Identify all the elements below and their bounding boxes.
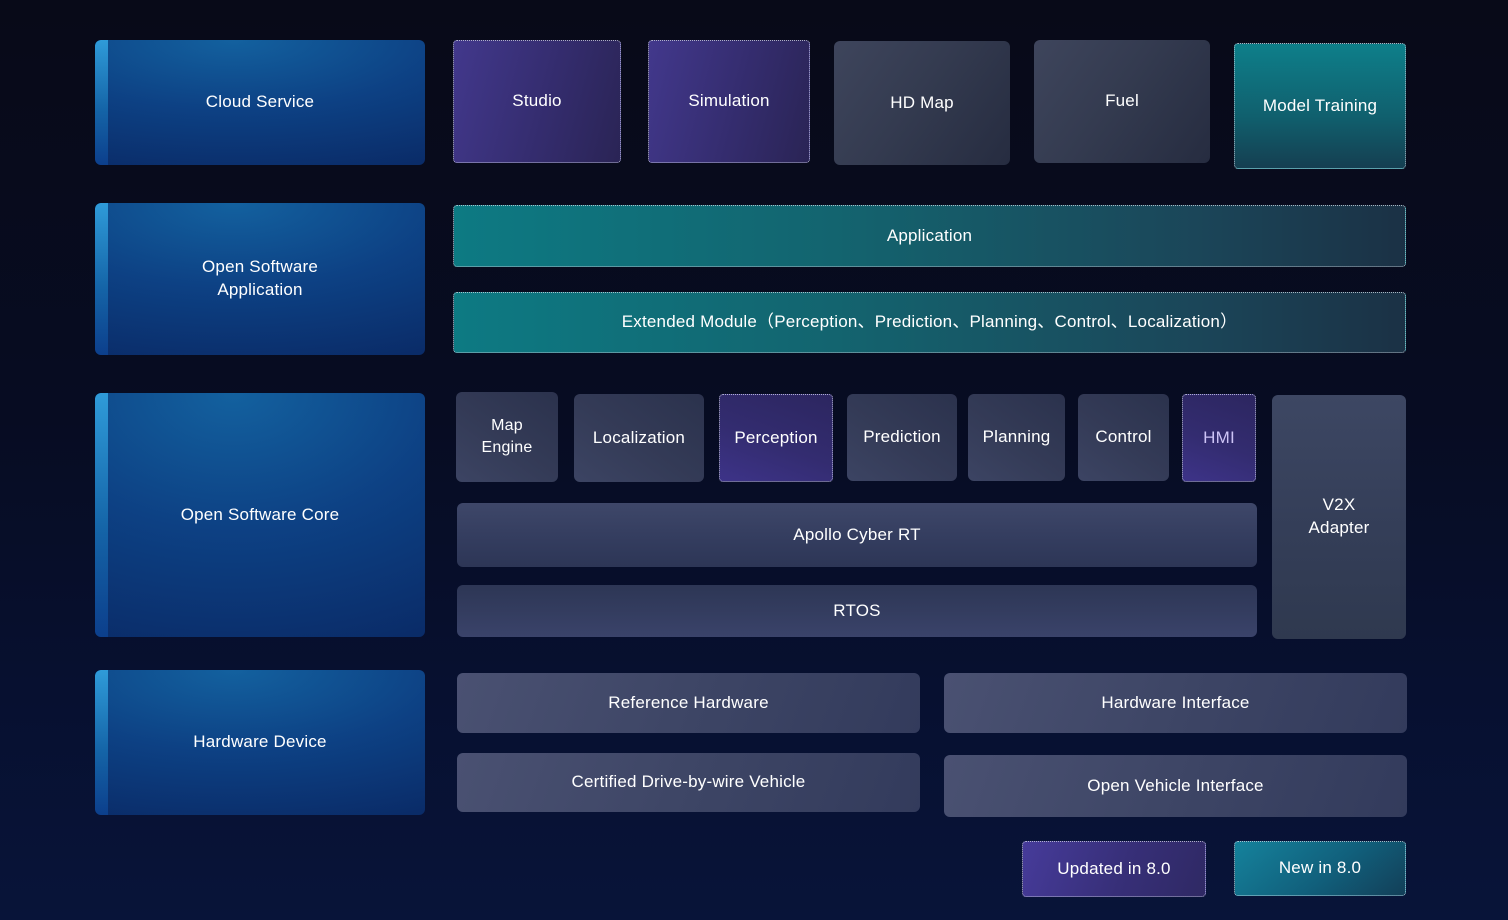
studio-label: Studio <box>512 91 562 111</box>
row-label-open-software-core: Open Software Core <box>95 393 425 637</box>
box-map-engine: Map Engine <box>456 392 558 482</box>
box-control: Control <box>1078 394 1169 481</box>
simulation-label: Simulation <box>688 91 770 111</box>
hardware-device-label: Hardware Device <box>193 732 327 752</box>
accent-stripe <box>95 203 108 355</box>
box-certified-drive-by-wire-vehicle: Certified Drive-by-wire Vehicle <box>457 753 920 812</box>
box-application: Application <box>453 205 1406 267</box>
planning-label: Planning <box>982 427 1051 447</box>
cloud-service-label: Cloud Service <box>205 92 315 112</box>
box-studio: Studio <box>453 40 621 163</box>
legend-new-badge: New in 8.0 <box>1234 841 1406 896</box>
box-simulation: Simulation <box>648 40 810 163</box>
reference-hardware-label: Reference Hardware <box>608 692 769 712</box>
hmi-label: HMI <box>1203 427 1235 447</box>
apollo-cyber-rt-label: Apollo Cyber RT <box>793 524 921 544</box>
box-v2x-adapter: V2X Adapter <box>1272 395 1406 639</box>
row-label-hardware-device: Hardware Device <box>95 670 425 815</box>
box-hd-map: HD Map <box>834 41 1010 165</box>
box-open-vehicle-interface: Open Vehicle Interface <box>944 755 1407 817</box>
box-prediction: Prediction <box>847 394 957 481</box>
accent-stripe <box>95 40 108 165</box>
hardware-interface-label: Hardware Interface <box>1101 692 1250 712</box>
localization-label: Localization <box>592 427 686 447</box>
open-vehicle-interface-label: Open Vehicle Interface <box>1087 775 1264 795</box>
box-rtos: RTOS <box>457 585 1257 637</box>
open-software-core-label: Open Software Core <box>180 504 340 524</box>
rtos-label: RTOS <box>833 600 881 620</box>
legend-updated-badge: Updated in 8.0 <box>1022 841 1206 897</box>
accent-stripe <box>95 393 108 637</box>
box-planning: Planning <box>968 394 1065 481</box>
box-localization: Localization <box>574 394 704 482</box>
box-model-training: Model Training <box>1234 43 1406 169</box>
perception-label: Perception <box>734 427 818 447</box>
certified-drive-by-wire-vehicle-label: Certified Drive-by-wire Vehicle <box>571 772 806 792</box>
model-training-label: Model Training <box>1262 95 1378 115</box>
box-apollo-cyber-rt: Apollo Cyber RT <box>457 503 1257 567</box>
open-software-application-label: Open Software Application <box>202 257 318 299</box>
hd-map-label: HD Map <box>890 92 954 112</box>
map-engine-label: Map Engine <box>481 417 533 456</box>
box-fuel: Fuel <box>1034 40 1210 163</box>
v2x-adapter-label: V2X Adapter <box>1308 495 1370 537</box>
box-hmi: HMI <box>1182 394 1256 482</box>
box-extended-module: Extended Module（Perception、Prediction、Pl… <box>453 292 1406 353</box>
box-reference-hardware: Reference Hardware <box>457 673 920 733</box>
legend-updated-label: Updated in 8.0 <box>1057 858 1171 878</box>
control-label: Control <box>1095 427 1152 447</box>
fuel-label: Fuel <box>1105 91 1139 111</box>
application-label: Application <box>886 225 973 245</box>
extended-module-label: Extended Module（Perception、Prediction、Pl… <box>621 312 1238 332</box>
box-perception: Perception <box>719 394 833 482</box>
row-label-cloud-service: Cloud Service <box>95 40 425 165</box>
accent-stripe <box>95 670 108 815</box>
prediction-label: Prediction <box>863 427 941 447</box>
legend-new-label: New in 8.0 <box>1278 858 1362 878</box>
box-hardware-interface: Hardware Interface <box>944 673 1407 733</box>
row-label-open-software-application: Open Software Application <box>95 203 425 355</box>
